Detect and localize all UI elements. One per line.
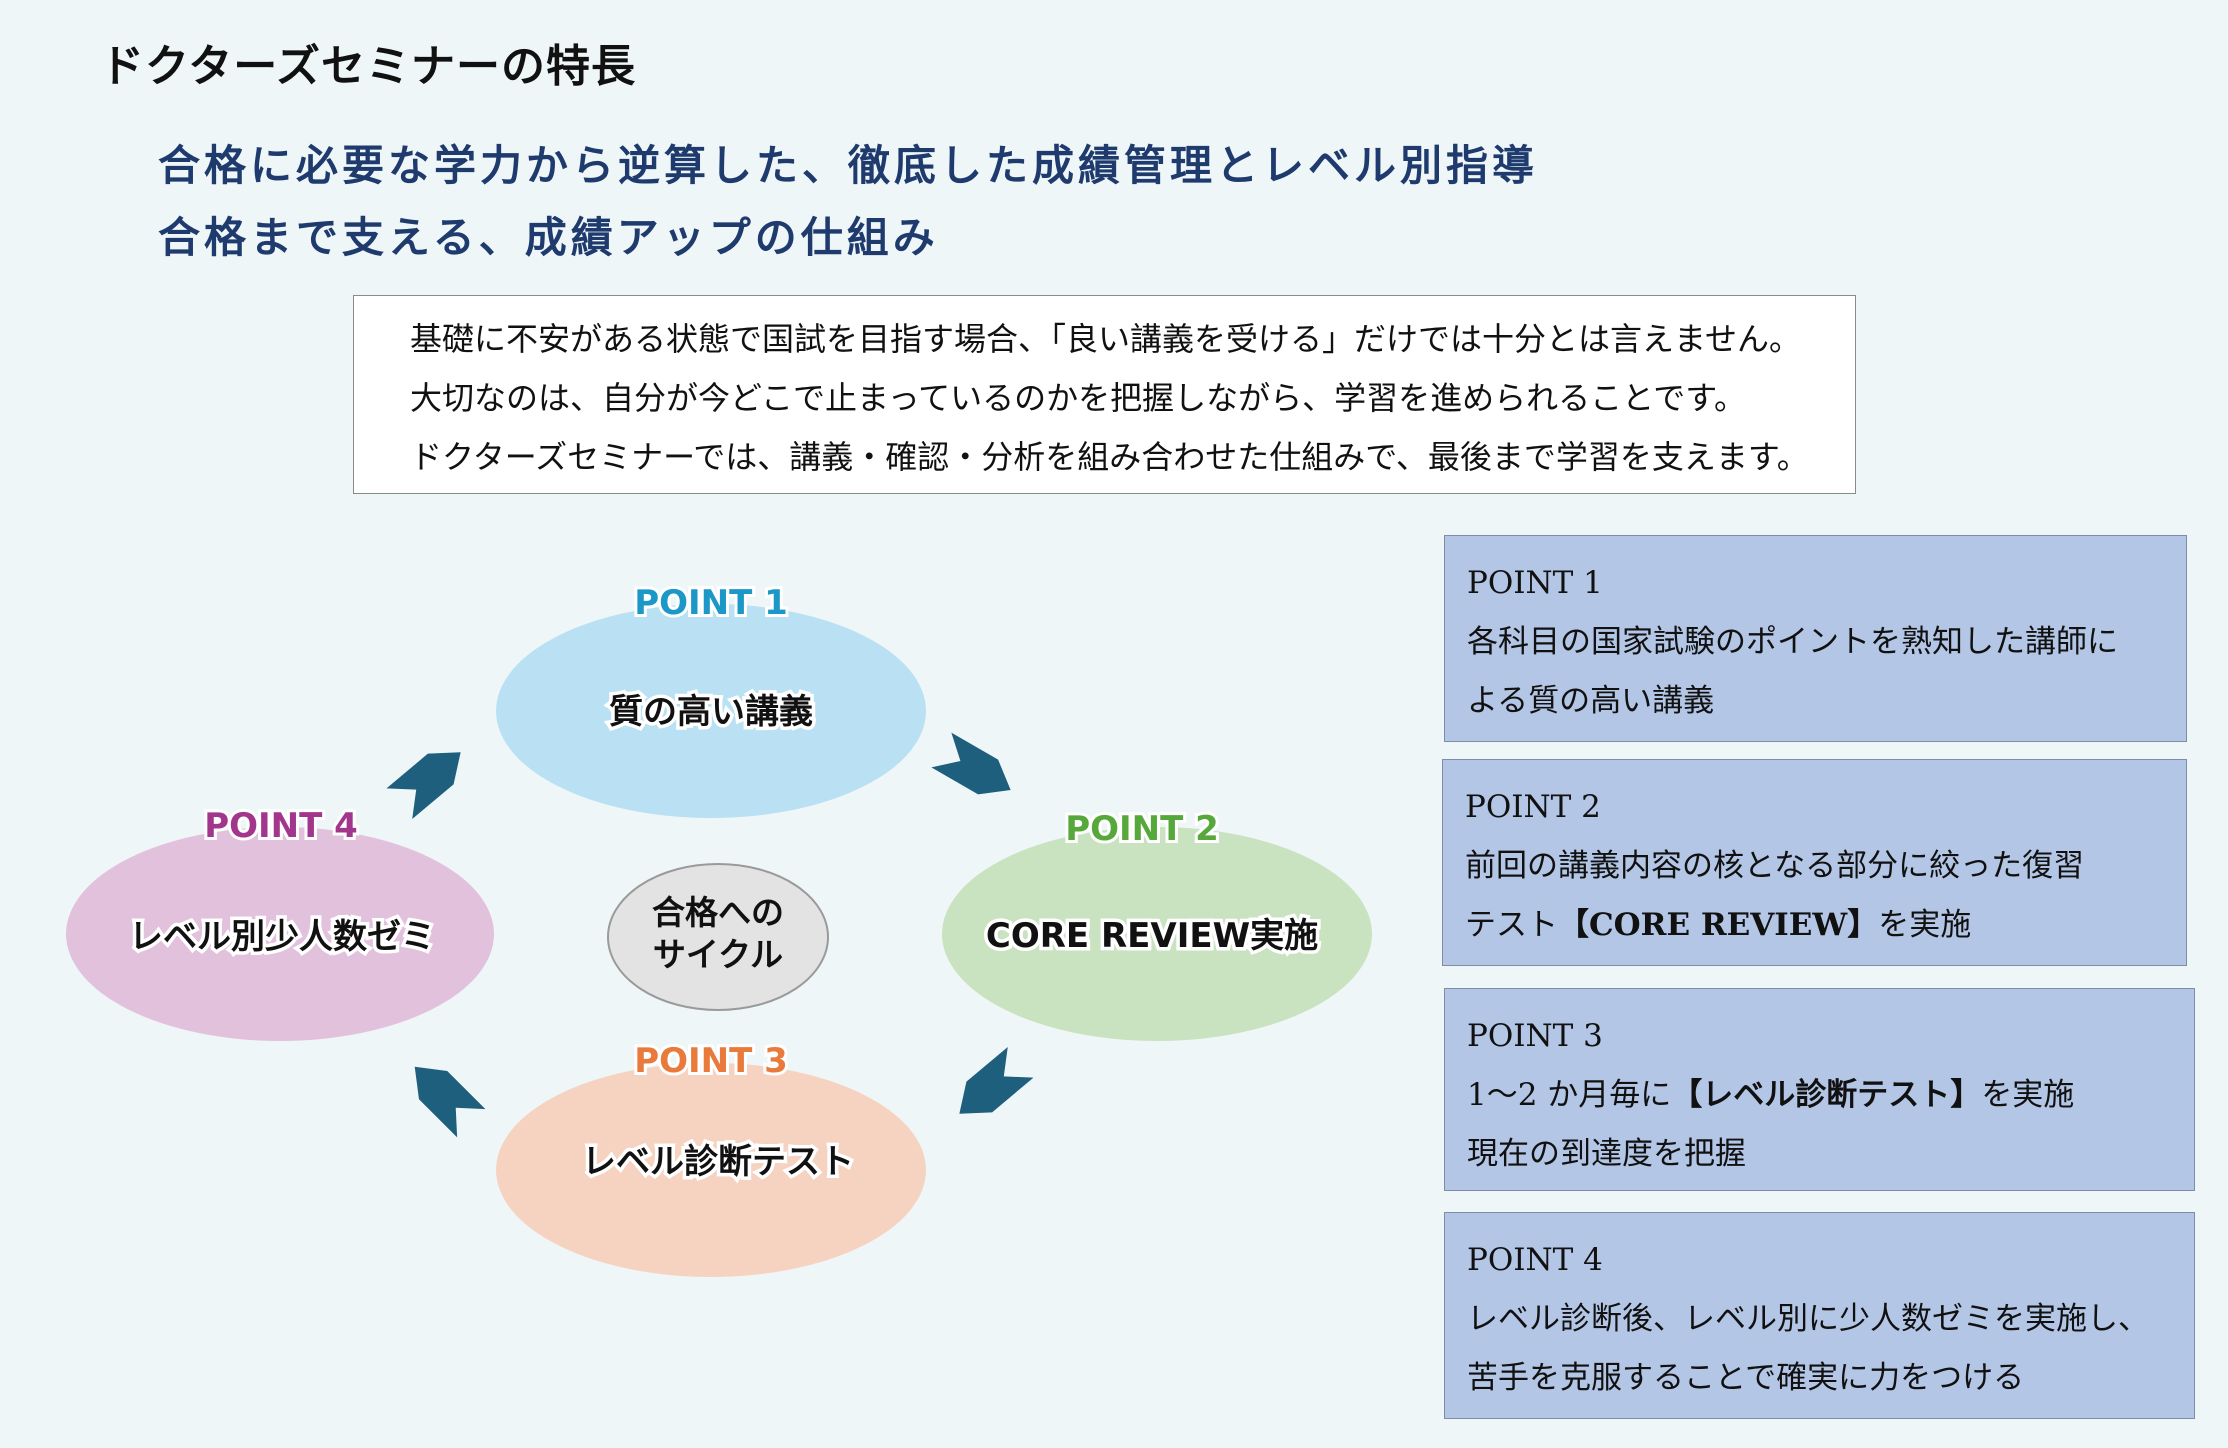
node-3-label: レベル診断テスト bbox=[582, 1142, 854, 1182]
center-label-line-1: 合格への bbox=[652, 893, 784, 932]
node-2-ellipse bbox=[942, 827, 1372, 1041]
point-box-3-heading: POINT 3 bbox=[1467, 1018, 1603, 1054]
point-box-3-line-1-pre: 1〜2 か月毎に bbox=[1467, 1077, 1672, 1113]
point-box-3-line-1-post: を実施 bbox=[1981, 1077, 2075, 1113]
node-3-ellipse bbox=[496, 1063, 926, 1277]
point-box-2-line-2-pre: テスト bbox=[1465, 907, 1558, 943]
intro-box: 基礎に不安がある状態で国試を目指す場合、「良い講義を受ける」だけでは十分とは言え… bbox=[353, 295, 1856, 494]
point-box-2-core-review: 【CORE REVIEW】 bbox=[1558, 907, 1879, 943]
node-4-ellipse bbox=[66, 827, 494, 1041]
arrow-2-to-3-icon bbox=[959, 1046, 1034, 1114]
intro-line-1: 基礎に不安がある状態で国試を目指す場合、「良い講義を受ける」だけでは十分とは言え… bbox=[410, 320, 1802, 358]
point-box-1: POINT 1 各科目の国家試験のポイントを熟知した講師に よる質の高い講義 bbox=[1444, 535, 2187, 742]
point-box-1-line-1: 各科目の国家試験のポイントを熟知した講師に bbox=[1467, 624, 2118, 660]
point-box-2-line-2: テスト【CORE REVIEW】を実施 bbox=[1465, 896, 2186, 955]
point-box-2-heading: POINT 2 bbox=[1465, 789, 1601, 825]
intro-line-3: ドクターズセミナーでは、講義・確認・分析を組み合わせた仕組みで、最後まで学習を支… bbox=[410, 438, 1809, 476]
point-box-2-line-2-post: を実施 bbox=[1878, 907, 1972, 943]
arrow-1-to-2-icon bbox=[931, 732, 1011, 795]
point-box-3-line-1: 1〜2 か月毎に【レベル診断テスト】を実施 bbox=[1467, 1066, 2194, 1125]
node-3-point-label: POINT 3 bbox=[634, 1041, 788, 1081]
node-4-point-label: POINT 4 bbox=[204, 806, 358, 846]
point-box-1-line-2: よる質の高い講義 bbox=[1467, 683, 1715, 719]
point-box-4: POINT 4 レベル診断後、レベル別に少人数ゼミを実施し、 苦手を克服すること… bbox=[1444, 1212, 2195, 1419]
cycle-diagram: POINT 1 POINT 2 POINT 3 POINT 4 質の高い講義 C… bbox=[66, 580, 1372, 1277]
headline-line-1: 合格に必要な学力から逆算した、徹底した成績管理とレベル別指導 bbox=[158, 141, 1539, 190]
point-box-1-heading: POINT 1 bbox=[1467, 565, 1603, 601]
point-box-3-line-2: 現在の到達度を把握 bbox=[1467, 1136, 1746, 1172]
point-box-2-line-1: 前回の講義内容の核となる部分に絞った復習 bbox=[1465, 848, 2085, 884]
point-box-4-line-2: 苦手を克服することで確実に力をつける bbox=[1467, 1360, 2025, 1396]
headline-line-2: 合格まで支える、成績アップの仕組み bbox=[158, 213, 939, 262]
node-4-label: レベル別少人数ゼミ bbox=[129, 917, 435, 957]
node-1-point-label: POINT 1 bbox=[634, 583, 788, 623]
center-label-line-2: サイクル bbox=[653, 935, 783, 974]
node-1-label: 質の高い講義 bbox=[609, 692, 813, 732]
node-2-label: CORE REVIEW実施 bbox=[986, 916, 1318, 956]
point-box-4-heading: POINT 4 bbox=[1467, 1242, 1603, 1278]
node-2-point-label: POINT 2 bbox=[1065, 809, 1219, 849]
center-ellipse bbox=[607, 863, 829, 1011]
intro-line-2: 大切なのは、自分が今どこで止まっているのかを把握しながら、学習を進められることで… bbox=[410, 379, 1747, 417]
point-box-4-line-1: レベル診断後、レベル別に少人数ゼミを実施し、 bbox=[1467, 1301, 2149, 1337]
point-box-2: POINT 2 前回の講義内容の核となる部分に絞った復習 テスト【CORE RE… bbox=[1442, 759, 2187, 966]
point-box-3-level-test: 【レベル診断テスト】 bbox=[1671, 1077, 1982, 1113]
page-title: ドクターズセミナーの特長 bbox=[100, 41, 637, 92]
arrow-3-to-4-icon bbox=[414, 1066, 486, 1138]
node-1-ellipse bbox=[496, 604, 926, 818]
arrow-4-to-1-icon bbox=[386, 752, 461, 820]
point-box-3: POINT 3 1〜2 か月毎に【レベル診断テスト】を実施 現在の到達度を把握 bbox=[1444, 988, 2195, 1191]
